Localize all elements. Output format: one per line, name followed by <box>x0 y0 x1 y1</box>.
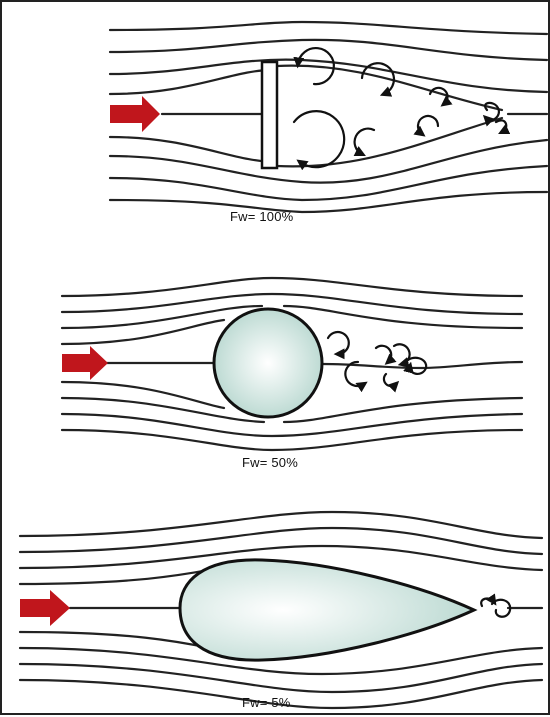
caption-flat-plate: Fw= 100% <box>230 209 293 224</box>
wake-boundary <box>277 66 502 110</box>
vortices <box>328 332 426 386</box>
flow-arrow-icon <box>20 590 70 626</box>
flow-arrow-icon <box>62 346 108 380</box>
wake-boundary <box>277 118 502 166</box>
panel-sphere <box>62 278 522 450</box>
teardrop-body <box>180 560 474 660</box>
vortices <box>481 599 510 617</box>
caption-teardrop: Fw= 5% <box>242 695 291 710</box>
sphere-body <box>214 309 322 417</box>
caption-sphere: Fw= 50% <box>242 455 298 470</box>
panel-flat-plate <box>110 22 547 212</box>
panel-teardrop <box>20 512 542 708</box>
flow-arrow-icon <box>110 96 160 132</box>
flat-plate-body <box>262 62 277 168</box>
streamlines <box>110 22 547 212</box>
